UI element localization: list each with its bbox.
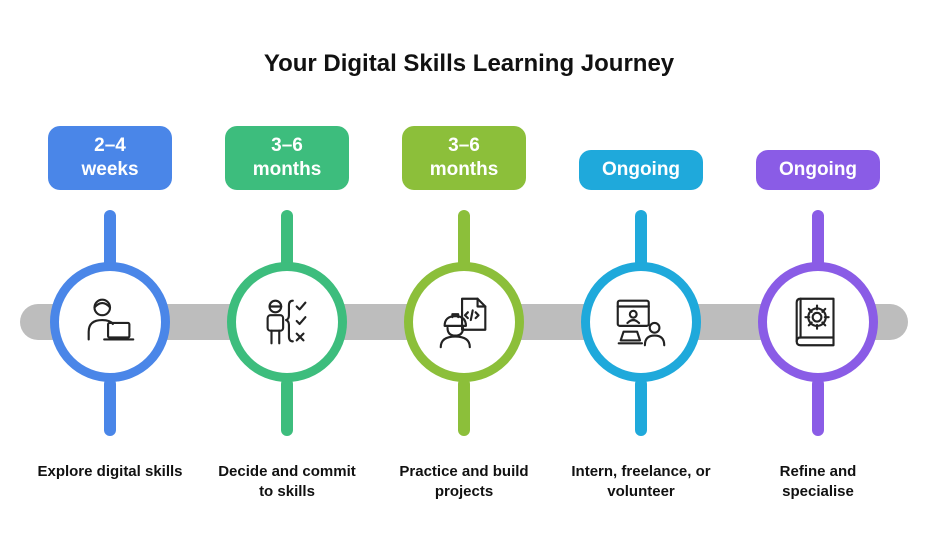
duration-value: 3–6 <box>271 135 303 156</box>
duration-value: 2–4 <box>94 135 126 156</box>
stage-label: Refine and specialise <box>728 462 908 502</box>
connector-bottom <box>104 378 116 436</box>
person-checklist-icon <box>266 299 307 345</box>
stage-label: Intern, freelance, or volunteer <box>551 462 731 502</box>
stage-decide: 3–6 months Decide and commit to skills <box>197 0 377 536</box>
label-line: Practice and build <box>399 463 529 480</box>
label-line: specialise <box>782 483 854 500</box>
stage-refine: Ongoing Refine and specialise <box>728 0 908 536</box>
duration-badge: Ongoing <box>756 150 880 190</box>
stage-circle <box>758 262 878 382</box>
label-line: to skills <box>259 483 315 500</box>
page-title: Your Digital Skills Learning Journey <box>263 50 675 77</box>
stage-intern: Ongoing Intern, freelance, or volunteer <box>551 0 731 536</box>
connector-bottom <box>458 378 470 436</box>
person-laptop-icon <box>87 298 135 341</box>
stage-circle <box>50 262 170 382</box>
stage-circle <box>581 262 701 382</box>
duration-badge: 2–4 weeks <box>48 126 172 190</box>
connector-top <box>104 210 116 268</box>
duration-badge: 3–6 months <box>402 126 526 190</box>
duration-badge: 3–6 months <box>225 126 349 190</box>
duration-badge: Ongoing <box>579 150 703 190</box>
label-line: Explore digital skills <box>37 463 183 480</box>
duration-value: Ongoing <box>601 159 681 180</box>
stage-circle <box>227 262 347 382</box>
stage-label: Practice and build projects <box>374 462 554 502</box>
connector-top <box>281 210 293 268</box>
connector-bottom <box>635 378 647 436</box>
label-line: volunteer <box>607 483 675 500</box>
connector-top <box>635 210 647 268</box>
stage-practice: 3–6 months Practice and build projects <box>374 0 554 536</box>
stage-label: Explore digital skills <box>20 462 200 482</box>
remote-work-icon <box>616 299 666 347</box>
label-line: Decide and commit <box>218 463 356 480</box>
duration-unit: weeks <box>81 159 139 180</box>
stage-explore: 2–4 weeks Explore digital skills <box>20 0 200 536</box>
duration-unit: months <box>252 159 322 180</box>
stage-circle <box>404 262 524 382</box>
duration-unit: months <box>429 159 499 180</box>
connector-bottom <box>281 378 293 436</box>
duration-value: 3–6 <box>448 135 480 156</box>
connector-top <box>812 210 824 268</box>
connector-top <box>458 210 470 268</box>
connector-bottom <box>812 378 824 436</box>
builder-code-icon <box>439 297 487 349</box>
label-line: Refine and <box>779 463 857 480</box>
gear-book-icon <box>795 297 835 347</box>
label-line: Intern, freelance, or <box>571 463 711 480</box>
label-line: projects <box>434 483 494 500</box>
duration-value: Ongoing <box>778 159 858 180</box>
stage-label: Decide and commit to skills <box>197 462 377 502</box>
